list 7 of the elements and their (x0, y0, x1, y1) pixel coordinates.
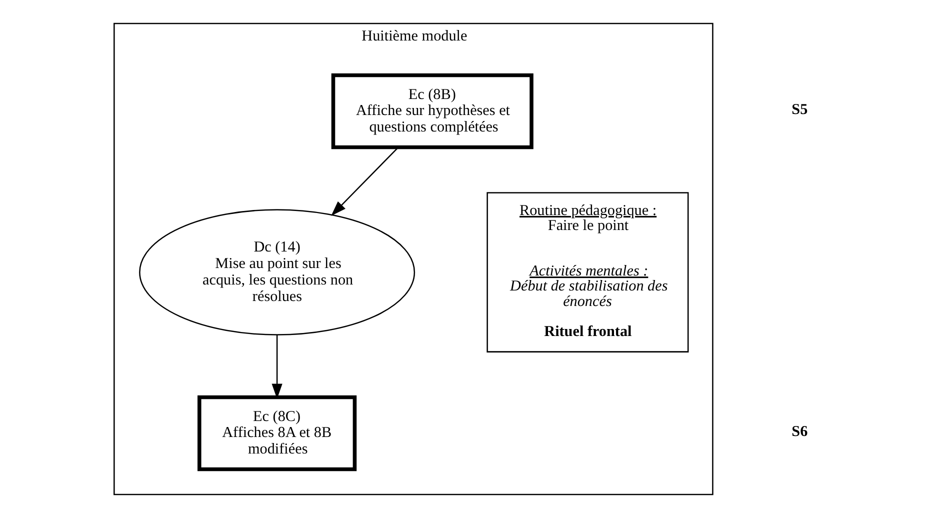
label: S5 (791, 100, 808, 118)
node-box: Routine pédagogique : Faire le point Activités mentales : Début de stabilisation des énoncés Rituel frontal (486, 192, 688, 352)
label: S6 (791, 422, 808, 440)
node-ellipse: Dc (14) Mise au point sur les acquis, les questions non résolues (138, 209, 415, 336)
arrow (330, 146, 398, 216)
node-box: Ec (8B) Affiche sur hypothèses et questions complétées (330, 73, 533, 150)
node-box: Ec (8C) Affiches 8A et 8B modifiées (197, 395, 356, 472)
